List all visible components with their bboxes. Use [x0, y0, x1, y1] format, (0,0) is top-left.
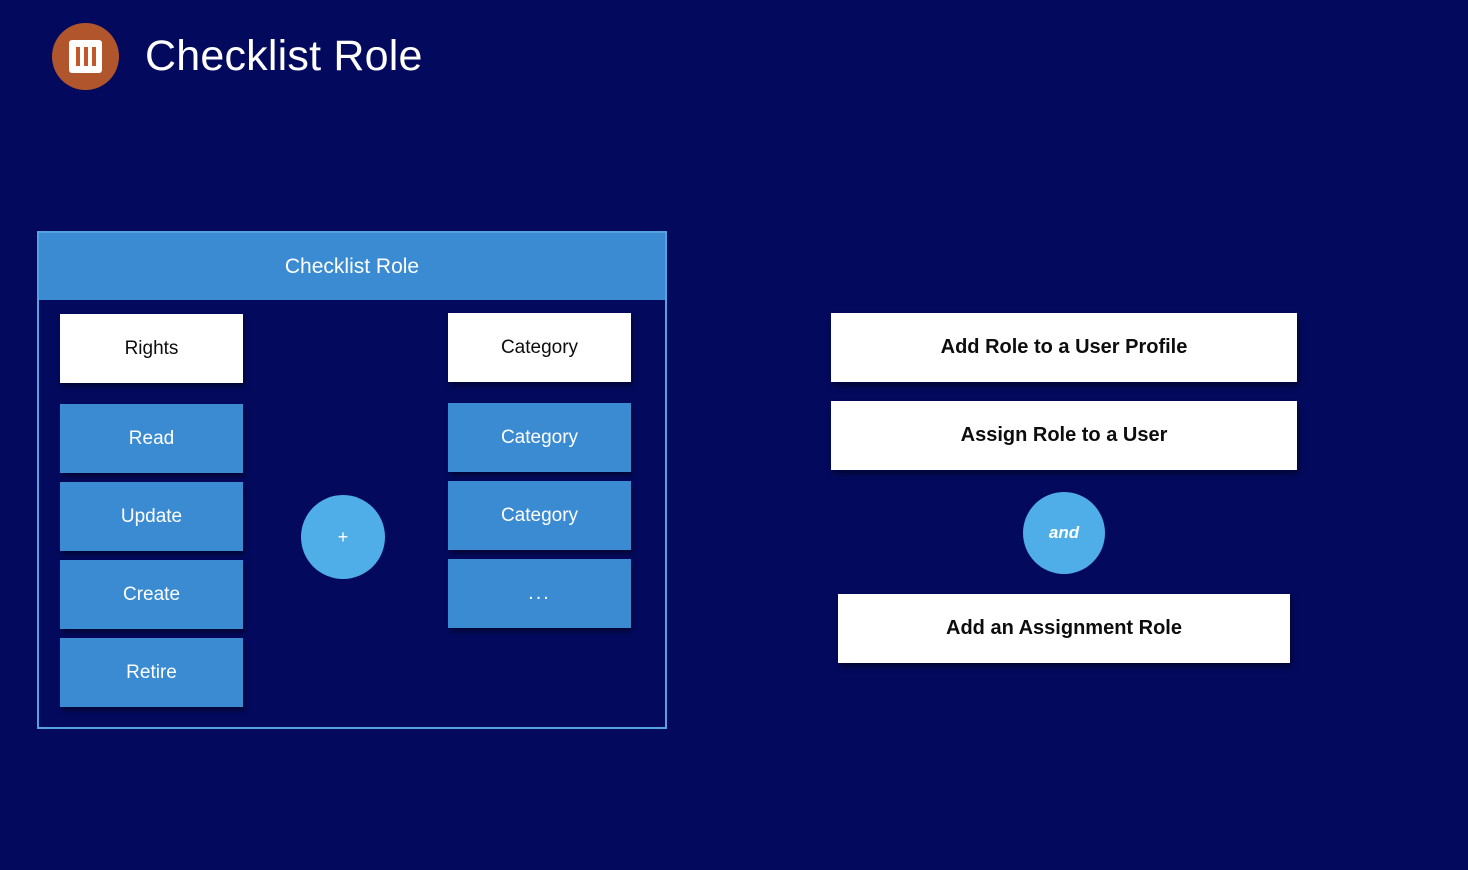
rights-column: Rights Read Update Create Retire: [60, 314, 243, 707]
category-column: Category Category Category ...: [448, 313, 631, 628]
category-column-heading: Category: [448, 313, 631, 382]
checklist-role-panel: Checklist Role Rights Read Update Create…: [37, 231, 667, 729]
page-title: Checklist Role: [145, 32, 423, 80]
panel-title: Checklist Role: [39, 233, 665, 300]
action-assign-role-to-user[interactable]: Assign Role to a User: [831, 401, 1297, 470]
page-header: Checklist Role: [52, 23, 423, 90]
category-item-more[interactable]: ...: [448, 559, 631, 628]
right-item-retire[interactable]: Retire: [60, 638, 243, 707]
action-add-assignment-role[interactable]: Add an Assignment Role: [838, 594, 1290, 663]
rights-column-heading: Rights: [60, 314, 243, 383]
checklist-columns-glyph: [69, 40, 102, 73]
panel-body: Rights Read Update Create Retire + Categ…: [39, 300, 665, 727]
and-connector: and: [1023, 492, 1105, 574]
action-stack: Add Role to a User Profile Assign Role t…: [831, 313, 1301, 663]
category-item-2[interactable]: Category: [448, 481, 631, 550]
bar-1: [75, 47, 80, 66]
plus-icon: +: [301, 495, 385, 579]
category-item-1[interactable]: Category: [448, 403, 631, 472]
bar-3: [91, 47, 96, 66]
checklist-columns-icon: [52, 23, 119, 90]
action-add-role-to-user-profile[interactable]: Add Role to a User Profile: [831, 313, 1297, 382]
bar-2: [83, 47, 88, 66]
right-item-update[interactable]: Update: [60, 482, 243, 551]
right-item-create[interactable]: Create: [60, 560, 243, 629]
right-item-read[interactable]: Read: [60, 404, 243, 473]
